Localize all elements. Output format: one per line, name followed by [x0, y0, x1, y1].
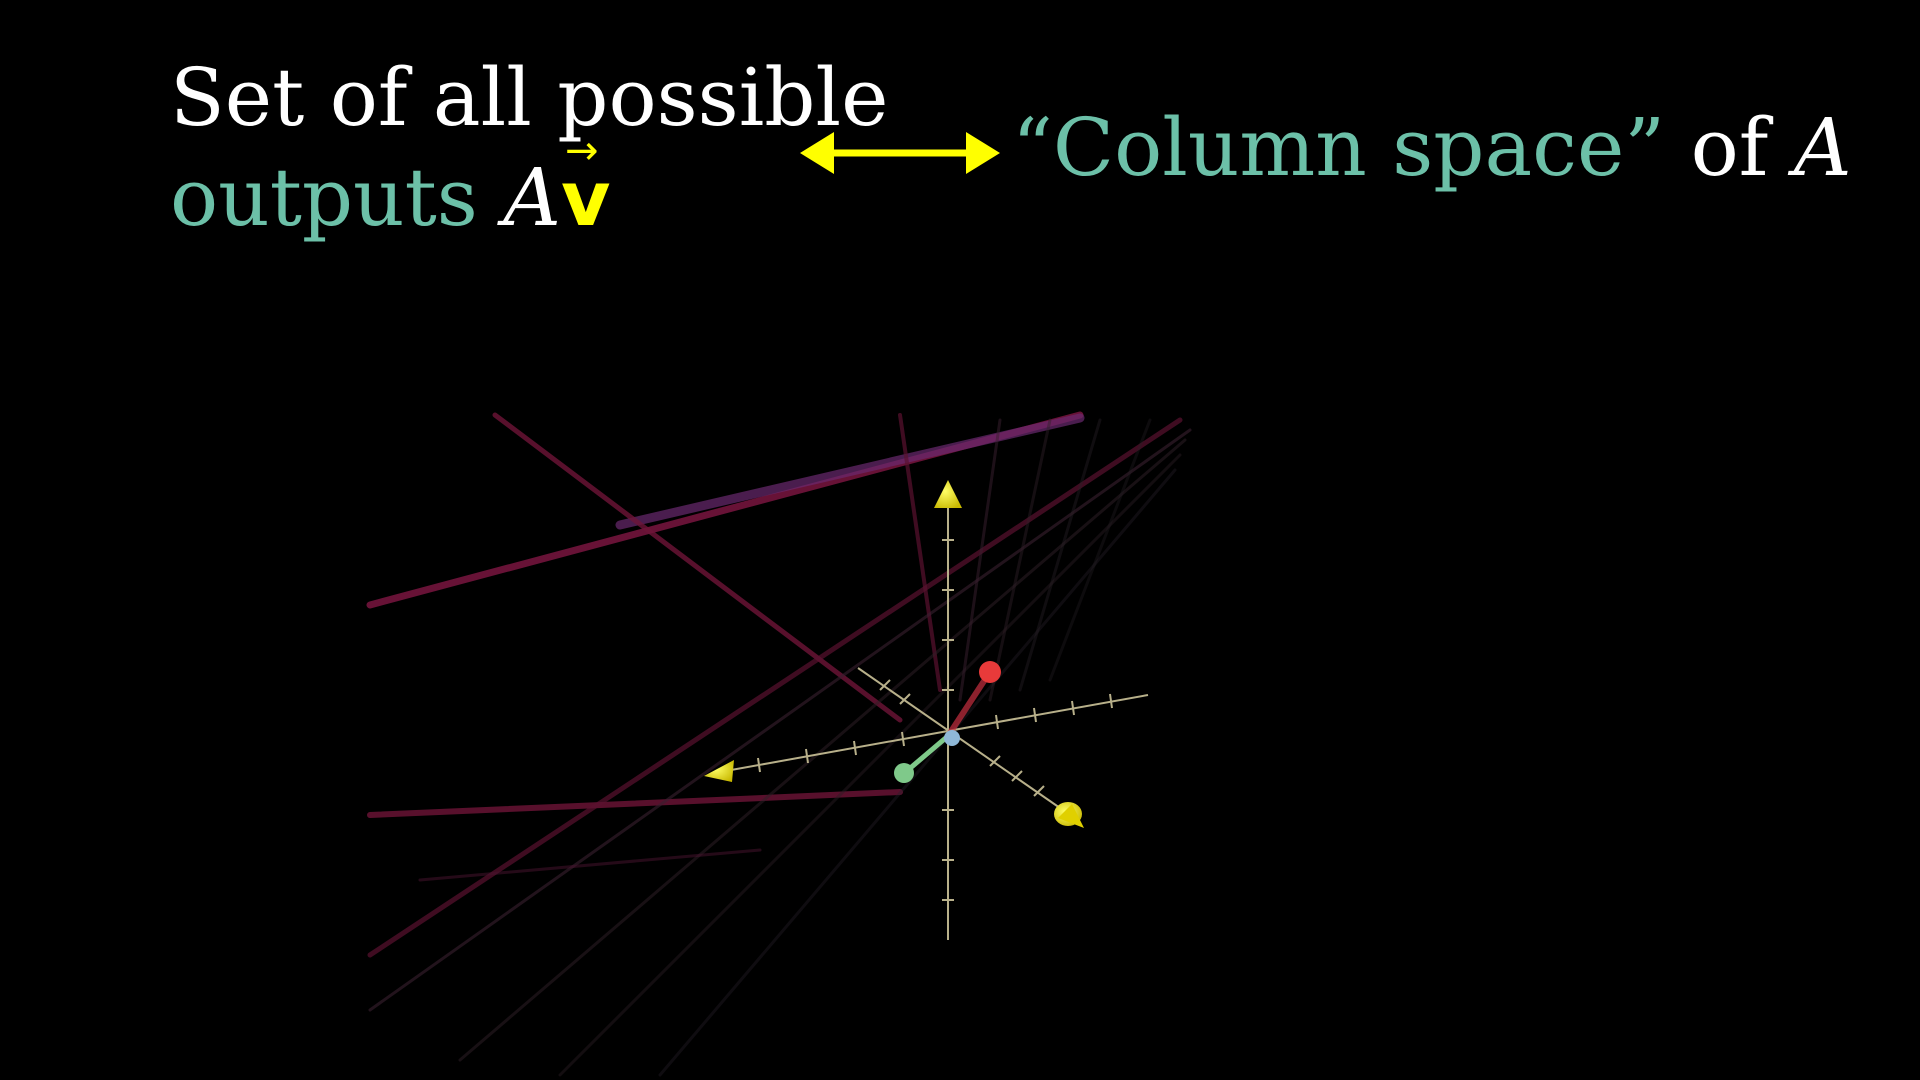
vector-v-symbol: v→: [561, 131, 611, 237]
red-vector-tip: [979, 661, 1001, 683]
matrix-symbol-right: A: [1793, 101, 1852, 194]
outputs-word: outputs: [170, 151, 478, 244]
blue-vector-tip: [944, 730, 960, 746]
axis-arrowheads: [704, 480, 1084, 828]
basis-vectors: [894, 661, 1001, 783]
double-headed-arrow-icon: [800, 132, 1000, 174]
matrix-symbol-left: A: [503, 151, 561, 244]
vector-v-letter: v: [561, 154, 611, 243]
column-space-term: “Column space”: [1012, 101, 1666, 194]
axis-arrowhead-left: [704, 760, 734, 782]
vector-arrow-icon: →: [565, 128, 599, 174]
of-word: of: [1690, 101, 1769, 194]
left-caption-line1: Set of all possible: [170, 51, 889, 144]
coordinate-axes: [719, 500, 1149, 940]
green-vector-tip: [894, 763, 914, 783]
column-space-plane: [366, 411, 1192, 1077]
axis-arrowhead-up: [934, 480, 962, 508]
right-caption: “Column space” of A: [1012, 108, 1852, 188]
left-caption-line2: outputs Av→: [170, 131, 611, 238]
